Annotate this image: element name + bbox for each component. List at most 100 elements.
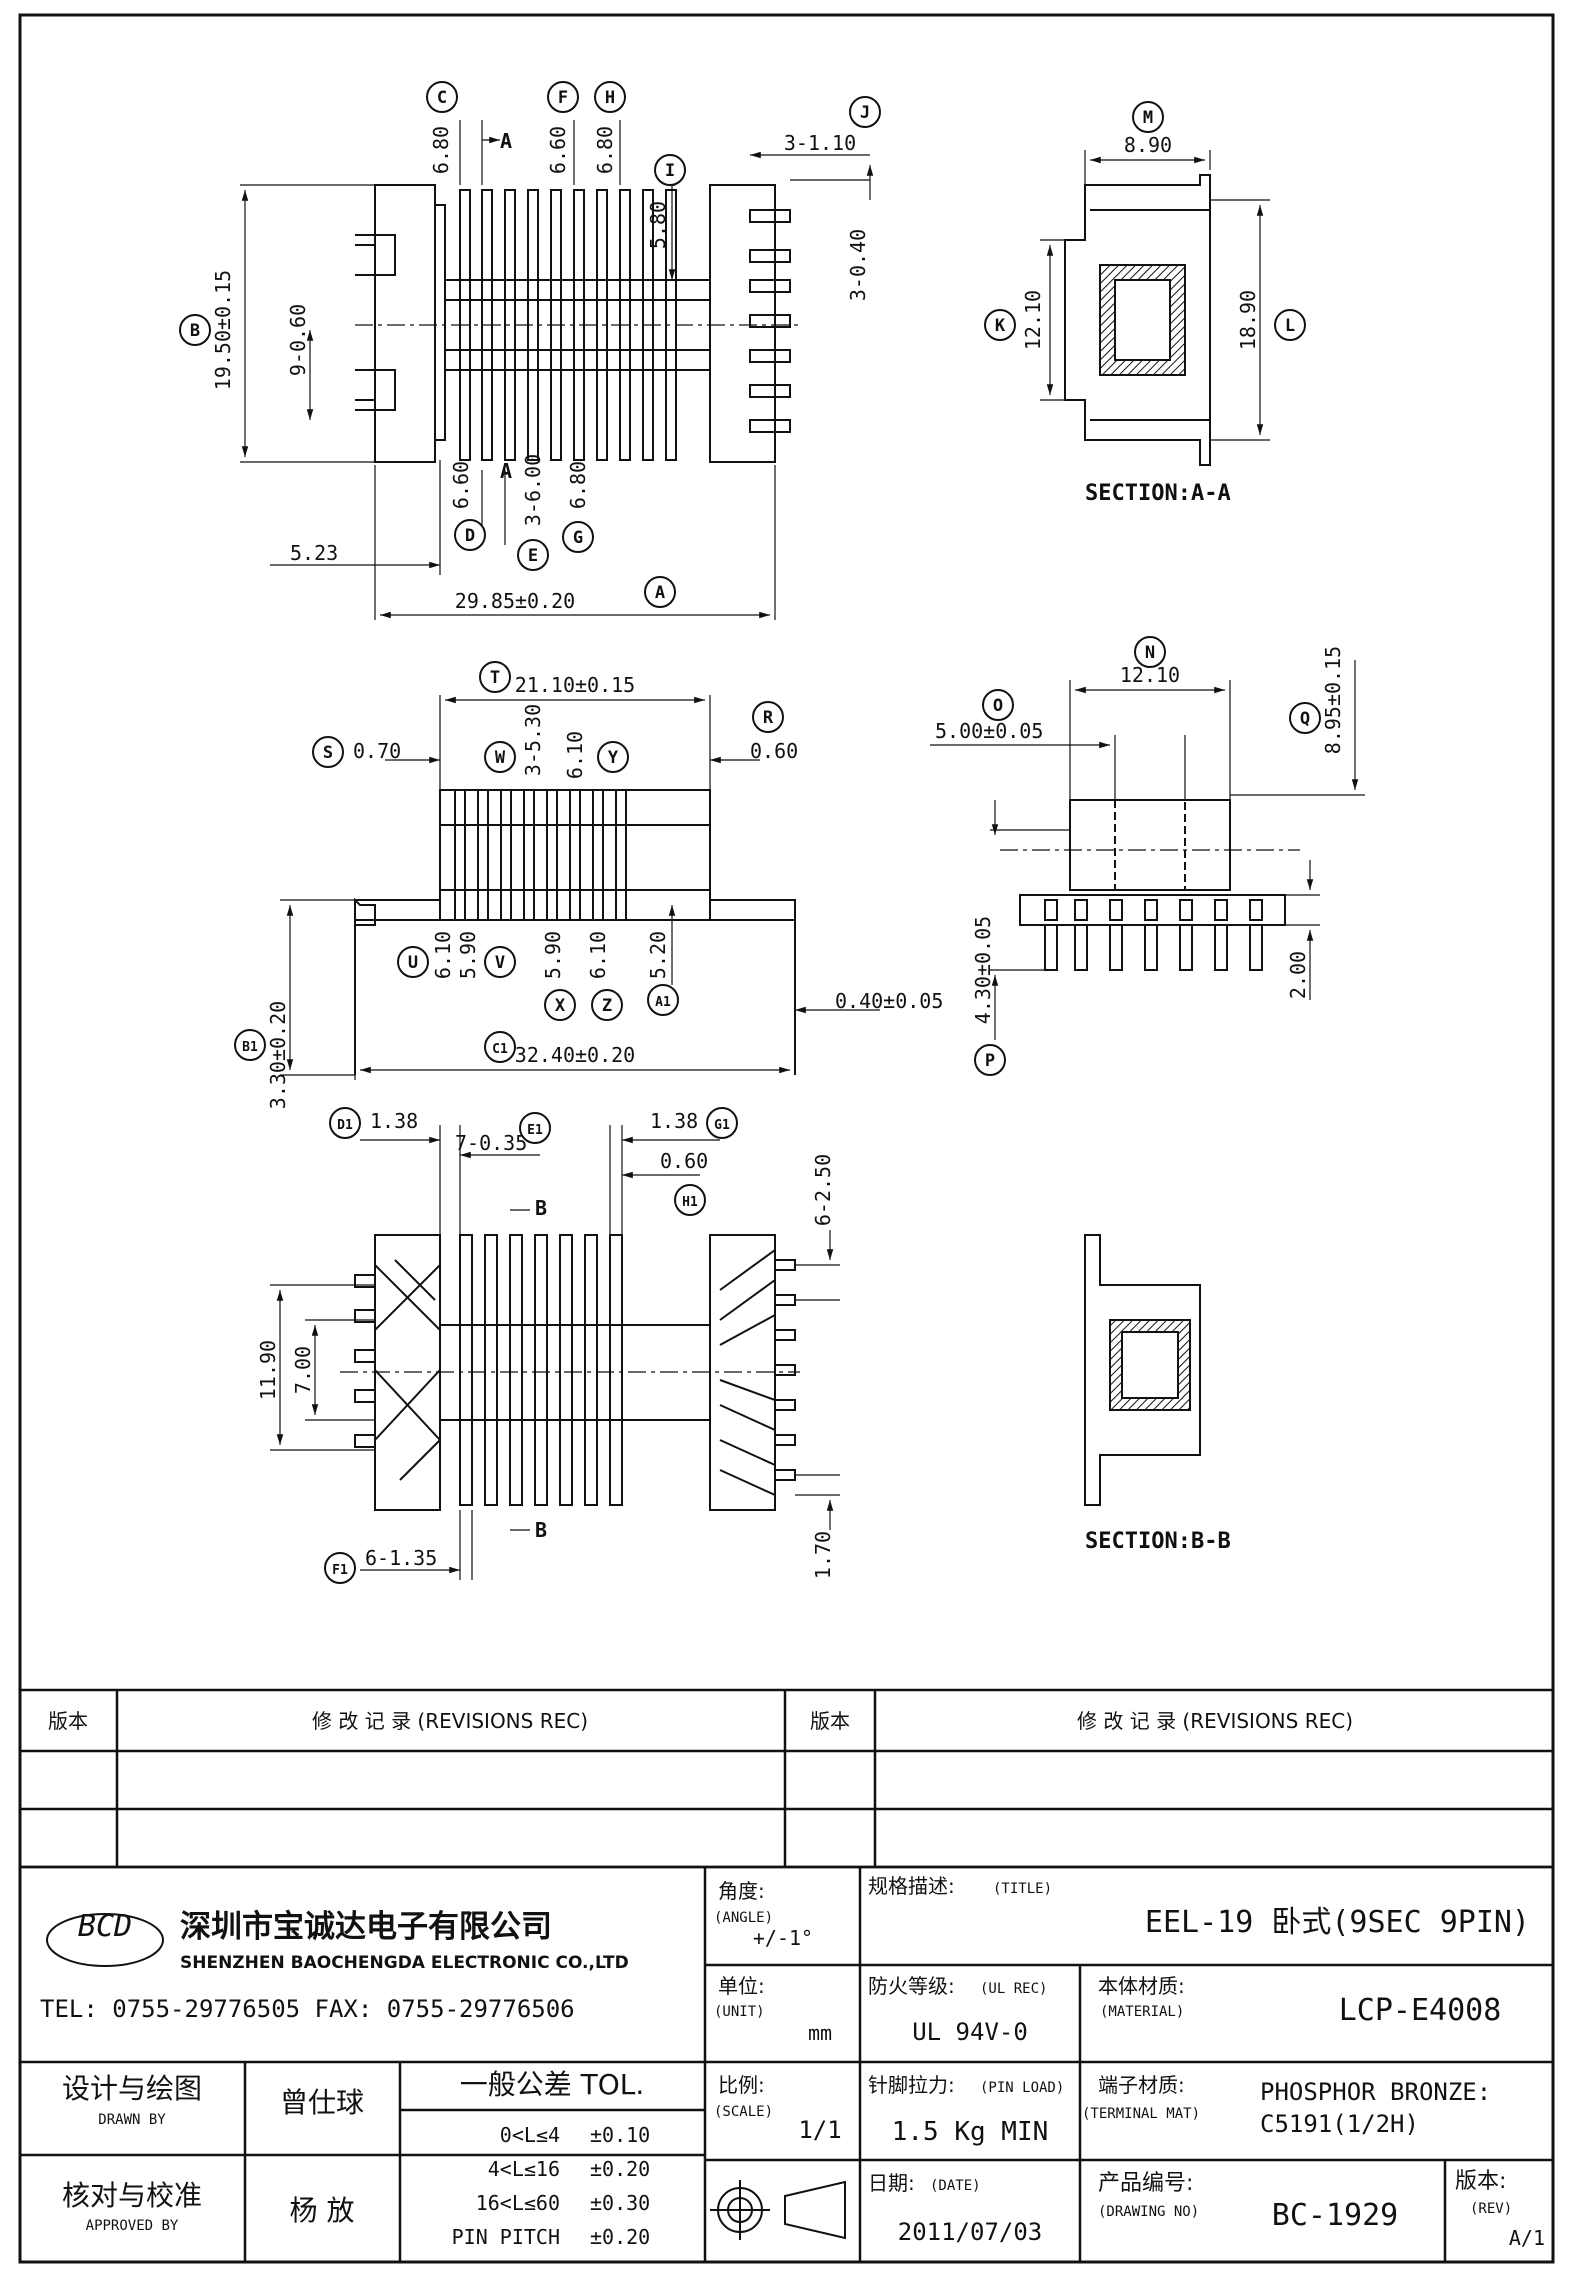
drawn-en: DRAWN BY [98,2112,166,2128]
scale-label: 比例: [718,2073,765,2097]
tel-fax: TEL: 0755-29776505 FAX: 0755-29776506 [40,1995,575,2023]
unit-value: mm [808,2021,832,2045]
svg-text:K: K [995,316,1006,336]
rev-label: 版本: [1455,2169,1506,2194]
tol-label: 一般公差 TOL. [460,2068,645,2101]
callout-o: O [982,689,1014,721]
tol-value-1: ±0.20 [590,2157,650,2181]
svg-text:C: C [437,88,447,108]
angle-label: 角度: [718,1879,765,1903]
drawing-value: BC-1929 [1272,2198,1398,2233]
dim-p: 4.30±0.05 [971,916,995,1024]
dim-w: 3-5.30 [521,704,545,776]
section-bb-view [1084,1234,1201,1506]
terminal-value-1: PHOSPHOR BRONZE: [1260,2078,1491,2106]
callout-l: L [1274,309,1306,341]
svg-text:D1: D1 [337,1118,353,1133]
dim-d1: 1.38 [370,1109,418,1133]
dim-l: 18.90 [1236,290,1260,350]
svg-text:H: H [605,88,615,108]
callout-a: A [644,576,676,608]
ul-en: (UL REC) [980,1981,1047,1997]
dim-a-total: 29.85±0.20 [455,589,575,613]
svg-text:W: W [495,748,506,768]
svg-text:F: F [558,88,568,108]
dim-j2: 3-0.40 [846,229,870,301]
svg-text:F1: F1 [332,1563,348,1578]
dim-b: 19.50±0.15 [211,270,235,390]
callout-f: F [547,81,579,113]
rev-value: A/1 [1509,2226,1545,2250]
dim-s: 0.70 [353,739,401,763]
ul-label: 防火等级: [868,1974,955,1998]
rev-col-left: 版本 [48,1709,88,1733]
bottom-view [270,1125,840,1580]
scale-value: 1/1 [798,2116,841,2144]
dim-700: 7.00 [291,1346,315,1394]
drawn-label: 设计与绘图 [62,2072,202,2105]
callout-f1: F1 [324,1552,356,1584]
dim-d: 6.60 [449,461,473,509]
callout-b1: B1 [234,1029,266,1061]
side-view [280,695,880,1080]
outer-frame [18,13,1555,2264]
company-name-en: SHENZHEN BAOCHENGDA ELECTRONIC CO.,LTD [180,1953,629,1973]
dim-z: 6.10 [586,931,610,979]
dim-m: 8.90 [1124,133,1172,157]
ul-value: UL 94V-0 [912,2018,1028,2046]
tol-range-2: 16<L≤60 [476,2191,560,2215]
dim-e1: 7-0.35 [455,1131,527,1155]
callout-t: T [479,661,511,693]
pin-en: (PIN LOAD) [980,2080,1064,2096]
drawn-value: 曾仕球 [280,2086,364,2119]
svg-text:I: I [665,161,675,181]
svg-text:H1: H1 [682,1195,698,1210]
callout-d: D [454,519,486,551]
callout-c: C [426,81,458,113]
callout-q: Q [1289,702,1321,734]
dim-f: 6.60 [546,126,570,174]
callout-p: P [974,1044,1006,1076]
terminal-en: (TERMINAL MAT) [1082,2106,1200,2122]
dim-e: 3-6.00 [521,454,545,526]
date-en: (DATE) [930,2178,981,2194]
section-bb-label: SECTION:B-B [1085,1529,1231,1554]
end-view [930,660,1365,1040]
svg-text:M: M [1143,108,1153,128]
dim-b1: 3.30±0.20 [266,1001,290,1109]
svg-text:A1: A1 [655,995,671,1010]
svg-text:O: O [993,696,1003,716]
company-name-cn: 深圳市宝诚达电子有限公司 [180,1909,552,1945]
approved-value: 杨 放 [290,2194,355,2227]
material-label: 本体材质: [1098,1974,1185,1998]
terminal-label: 端子材质: [1098,2073,1185,2097]
scale-en: (SCALE) [714,2104,773,2120]
date-label: 日期: [868,2171,915,2195]
unit-en: (UNIT) [714,2004,765,2020]
dim-j: 3-1.10 [784,131,856,155]
svg-text:S: S [323,743,333,763]
approved-label: 核对与校准 [62,2179,202,2212]
title-block [18,1688,1555,2262]
svg-text:P: P [985,1051,995,1071]
dim-a1: 5.20 [646,931,670,979]
callout-s: S [312,736,344,768]
tol-value-0: ±0.10 [590,2123,650,2147]
dim-q: 8.95±0.15 [1321,646,1345,754]
unit-label: 单位: [718,1974,765,1998]
dim-v: 5.90 [456,931,480,979]
material-value: LCP-E4008 [1339,1993,1502,2028]
callout-e1: E1 [519,1112,551,1144]
dim-040: 0.40±0.05 [835,989,943,1013]
dim-o: 5.00±0.05 [935,719,1043,743]
drawing-en: (DRAWING NO) [1098,2204,1199,2220]
section-aa-label: SECTION:A-A [1085,481,1231,506]
dim-r: 0.60 [750,739,798,763]
dim-u: 6.10 [431,931,455,979]
callout-j: J [849,96,881,128]
section-b-top: B [535,1196,547,1220]
section-a-bottom: A [500,459,512,483]
tol-value-2: ±0.30 [590,2191,650,2215]
terminal-value-2: C5191(1/2H) [1260,2110,1419,2138]
title-value: EEL-19 卧式(9SEC 9PIN) [1145,1905,1530,1940]
